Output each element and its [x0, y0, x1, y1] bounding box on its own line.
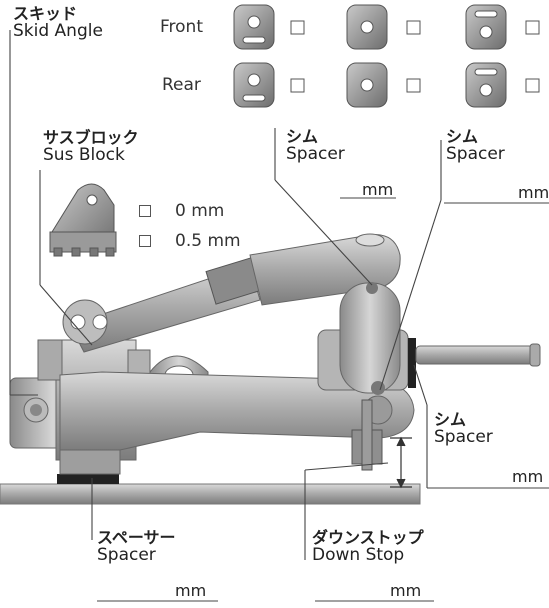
- hub-spacer-label: シム Spacer: [434, 410, 493, 447]
- bottom-spacer-unit: mm: [175, 581, 207, 600]
- upper-spacer-left-jp: シム: [286, 127, 319, 146]
- skid-angle-label: スキッド Skid Angle: [13, 4, 103, 41]
- hub-spacer-en: Spacer: [434, 426, 493, 447]
- upper-spacer-left-label: シム Spacer: [286, 127, 345, 164]
- sus-block-option-1: 0.5 mm: [175, 231, 241, 251]
- rear-row-label: Rear: [162, 75, 201, 95]
- sus-block-option-1-checkbox[interactable]: [139, 235, 151, 247]
- sus-block-option-0-checkbox[interactable]: [139, 205, 151, 217]
- upper-spacer-right-unit: mm: [518, 183, 549, 202]
- checkbox-front-3[interactable]: [525, 20, 540, 35]
- skid-angle-en: Skid Angle: [13, 20, 103, 41]
- upper-spacer-right-en: Spacer: [446, 143, 505, 164]
- down-stop-en: Down Stop: [312, 544, 405, 565]
- insert-rear-1-icon: [233, 62, 275, 108]
- insert-front-3-icon: [465, 4, 507, 50]
- sus-block-label: サスブロック Sus Block: [43, 128, 139, 165]
- sus-block-icon: [49, 183, 117, 257]
- upper-link: [62, 233, 401, 353]
- hub-spacer-unit: mm: [512, 467, 544, 486]
- insert-front-1-icon: [233, 4, 275, 50]
- insert-rear-2-icon: [346, 62, 388, 108]
- leader-lines: [9, 30, 549, 602]
- chassis-plate: [0, 483, 421, 505]
- insert-front-2-icon: [346, 4, 388, 50]
- bottom-spacer-shim: [57, 474, 119, 484]
- sus-block-jp: サスブロック: [43, 128, 139, 147]
- upper-spacer-left-unit: mm: [362, 180, 394, 199]
- checkbox-rear-1[interactable]: [290, 78, 305, 93]
- upper-spacer-right-jp: シム: [446, 127, 479, 146]
- insert-rear-3-icon: [465, 62, 507, 108]
- skid-angle-jp: スキッド: [13, 4, 78, 23]
- checkbox-rear-2[interactable]: [406, 78, 421, 93]
- down-stop-label: ダウンストップ Down Stop: [312, 528, 424, 565]
- bottom-spacer-en: Spacer: [97, 544, 156, 565]
- bottom-spacer-label: スペーサー Spacer: [97, 528, 176, 565]
- down-stop-unit: mm: [390, 581, 422, 600]
- upper-spacer-left-en: Spacer: [286, 143, 345, 164]
- down-stop-dimension: [390, 436, 412, 489]
- bottom-spacer-jp: スペーサー: [97, 528, 176, 547]
- upper-spacer-right-label: シム Spacer: [446, 127, 505, 164]
- checkbox-rear-3[interactable]: [525, 78, 540, 93]
- down-stop-jp: ダウンストップ: [312, 528, 424, 547]
- checkbox-front-1[interactable]: [290, 20, 305, 35]
- checkbox-front-2[interactable]: [406, 20, 421, 35]
- sus-block-en: Sus Block: [43, 144, 125, 165]
- hub-spacer-jp: シム: [434, 410, 467, 429]
- hub-carrier: [317, 282, 541, 471]
- front-row-label: Front: [160, 17, 203, 37]
- sus-block-option-0: 0 mm: [175, 201, 225, 221]
